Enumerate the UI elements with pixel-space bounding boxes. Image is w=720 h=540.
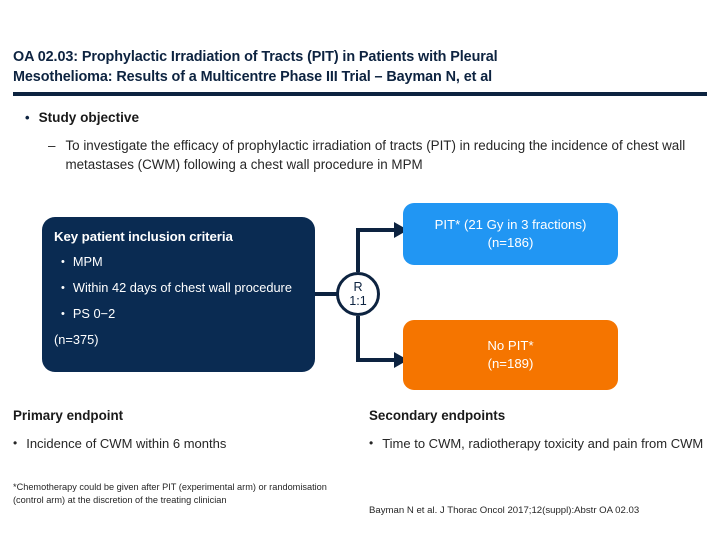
study-objective-detail: – To investigate the efficacy of prophyl…	[48, 136, 698, 175]
experimental-arm-line-2: (n=186)	[487, 235, 534, 250]
bullet-marker-icon: •	[369, 436, 374, 450]
inclusion-criteria-item: • MPM	[54, 254, 301, 271]
bullet-marker-icon: •	[25, 110, 30, 125]
slide-title: OA 02.03: Prophylactic Irradiation of Tr…	[13, 47, 693, 88]
secondary-endpoints-item: • Time to CWM, radiotherapy toxicity and…	[369, 435, 709, 453]
control-arm-box: No PIT* (n=189)	[403, 320, 618, 390]
bullet-marker-icon: •	[61, 256, 65, 268]
randomisation-label: R	[353, 279, 363, 294]
randomisation-node: R 1:1	[336, 272, 380, 316]
primary-endpoint-text: Incidence of CWM within 6 months	[26, 436, 227, 451]
inclusion-criteria-total-n: (n=375)	[54, 331, 99, 347]
inclusion-criteria-title: Key patient inclusion criteria	[54, 229, 233, 244]
experimental-arm-box: PIT* (21 Gy in 3 fractions) (n=186)	[403, 203, 618, 265]
inclusion-criteria-item: • PS 0−2	[54, 306, 301, 323]
title-line-1: OA 02.03: Prophylactic Irradiation of Tr…	[13, 49, 498, 65]
title-line-2: Mesothelioma: Results of a Multicentre P…	[13, 69, 493, 86]
study-objective-heading: • Study objective	[25, 110, 685, 126]
inclusion-criteria-text: Within 42 days of chest wall procedure	[72, 279, 292, 295]
inclusion-criteria-box: Key patient inclusion criteria • MPM • W…	[42, 217, 315, 372]
dash-marker-icon: –	[48, 138, 56, 153]
title-divider-rule	[13, 92, 707, 96]
primary-endpoint-item: • Incidence of CWM within 6 months	[13, 435, 343, 453]
bullet-marker-icon: •	[61, 281, 65, 294]
secondary-endpoints-heading: Secondary endpoints	[369, 408, 506, 423]
study-objective-text: To investigate the efficacy of prophylac…	[65, 138, 686, 173]
secondary-endpoints-section: Secondary endpoints • Time to CWM, radio…	[369, 408, 709, 453]
secondary-endpoints-text: Time to CWM, radiotherapy toxicity and p…	[382, 436, 704, 451]
primary-endpoint-section: Primary endpoint • Incidence of CWM with…	[13, 408, 343, 453]
bullet-marker-icon: •	[13, 436, 18, 450]
study-objective-label: Study objective	[38, 110, 140, 125]
chemotherapy-footnote: *Chemotherapy could be given after PIT (…	[13, 482, 327, 506]
bullet-marker-icon: •	[61, 307, 65, 320]
inclusion-criteria-item: • Within 42 days of chest wall procedure	[54, 280, 301, 297]
control-arm-line-2: (n=189)	[487, 356, 534, 371]
primary-endpoint-heading: Primary endpoint	[13, 408, 124, 423]
inclusion-criteria-text: PS 0−2	[72, 305, 116, 321]
randomisation-ratio: 1:1	[349, 294, 367, 308]
control-arm-line-1: No PIT*	[487, 337, 534, 353]
experimental-arm-line-1: PIT* (21 Gy in 3 fractions)	[434, 216, 587, 232]
source-citation: Bayman N et al. J Thorac Oncol 2017;12(s…	[369, 505, 640, 516]
inclusion-criteria-text: MPM	[72, 254, 103, 269]
